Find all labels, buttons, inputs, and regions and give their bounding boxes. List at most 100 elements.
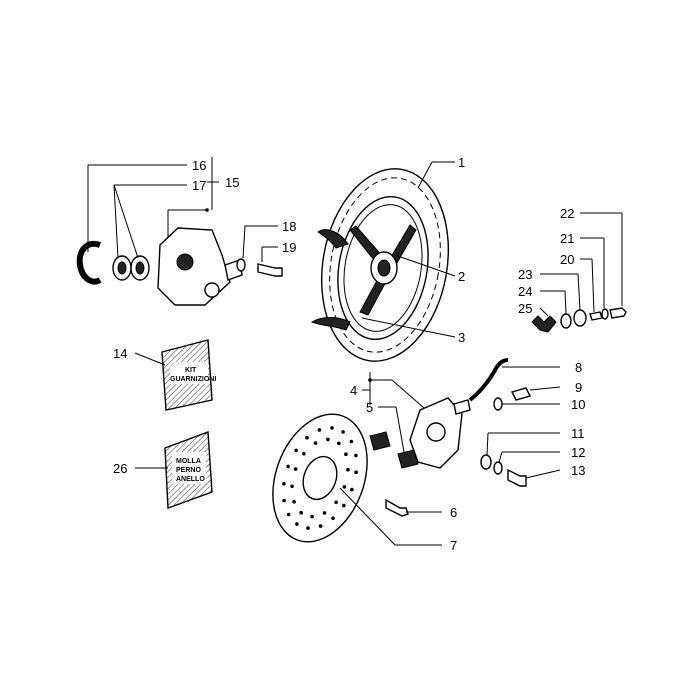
ring-24 xyxy=(560,313,572,329)
callout-16: 16 xyxy=(192,158,206,173)
callout-2: 2 xyxy=(458,269,465,284)
brake-disc xyxy=(272,413,368,543)
brake-disc-hole xyxy=(310,514,314,519)
brake-disc-hole xyxy=(282,498,286,503)
brake-disc-hole xyxy=(330,426,334,430)
callout-7: 7 xyxy=(450,538,457,553)
washer-10 xyxy=(493,397,503,411)
bracket-dot-4 xyxy=(368,378,372,382)
brake-disc-hole xyxy=(295,522,299,526)
brake-disc-hole xyxy=(294,448,298,453)
small-hardware xyxy=(531,307,627,333)
brake-disc-hole xyxy=(341,430,345,434)
banjo-bolt-9 xyxy=(510,387,532,401)
callout-1: 1 xyxy=(458,155,465,170)
brake-disc-hole xyxy=(342,485,347,489)
washer-11 xyxy=(480,454,492,470)
brake-disc-hole xyxy=(299,510,304,515)
brake-disc-hole xyxy=(354,453,358,458)
callout-10: 10 xyxy=(571,397,585,412)
gasket-kit-line1: KIT xyxy=(185,367,197,374)
brake-disc-hole xyxy=(302,451,306,456)
brake-disc-holes xyxy=(282,426,358,530)
oil-seal xyxy=(76,240,102,285)
callout-17: 17 xyxy=(192,178,206,193)
hub-caliper-port xyxy=(204,282,220,298)
spring-kit-bag: MOLLA PERNO ANELLO xyxy=(164,431,213,509)
brake-disc-hole xyxy=(306,526,310,530)
callout-24: 24 xyxy=(518,284,532,299)
callout-5: 5 xyxy=(366,400,373,415)
spring-kit-line2: PERNO xyxy=(176,467,201,474)
callout-6: 6 xyxy=(450,505,457,520)
brake-disc-hole xyxy=(286,464,290,469)
brake-disc-hole xyxy=(293,467,298,471)
callout-3: 3 xyxy=(458,330,465,345)
bracket-dot-15 xyxy=(205,208,209,212)
spring-kit-line1: MOLLA xyxy=(176,458,201,465)
callout-26: 26 xyxy=(113,461,127,476)
hub-caliper-bore xyxy=(176,253,194,271)
gasket-kit-line2: GUARNIZIONI xyxy=(170,376,216,383)
hub-caliper xyxy=(157,227,243,306)
brake-disc-hole xyxy=(305,435,309,440)
leader-lines xyxy=(87,157,623,546)
brake-disc-hole xyxy=(342,503,346,508)
brake-disc-hole xyxy=(322,511,327,515)
brake-disc-hole xyxy=(318,524,323,528)
brake-disc-hole xyxy=(349,439,354,444)
callout-18: 18 xyxy=(282,219,296,234)
brake-disc-hole xyxy=(354,470,358,475)
brake-disc-hole xyxy=(292,500,296,504)
spring-25 xyxy=(531,315,557,333)
tyre-cutaway-bottom xyxy=(310,317,351,331)
washer-21 xyxy=(601,308,609,320)
brake-disc-hole xyxy=(346,467,350,472)
callout-13: 13 xyxy=(571,463,585,478)
spring-kit-line3: ANELLO xyxy=(176,476,205,483)
brake-disc-hole xyxy=(344,452,348,457)
brake-disc-hole xyxy=(282,482,286,486)
screw-13 xyxy=(507,468,527,487)
brake-caliper xyxy=(369,397,471,469)
wheel-hub-center xyxy=(377,259,391,277)
callout-11: 11 xyxy=(571,426,585,441)
brake-disc-hole xyxy=(334,500,338,505)
tyre-tread xyxy=(329,177,441,353)
brake-caliper-piston xyxy=(426,422,446,442)
wheel-assembly xyxy=(310,168,450,362)
callout-4: 4 xyxy=(350,383,357,398)
brake-disc-hole xyxy=(286,512,291,517)
rim-inner xyxy=(343,204,423,332)
pin-20 xyxy=(589,311,603,321)
ring-23 xyxy=(573,309,587,327)
hub-caliper-body xyxy=(157,227,231,306)
gasket-kit-bag: KIT GUARNIZIONI xyxy=(161,339,216,411)
seal-and-bearings xyxy=(76,240,150,285)
bolt-6 xyxy=(385,498,409,517)
brake-disc-hole xyxy=(350,487,354,492)
callout-20: 20 xyxy=(560,252,574,267)
washer-18 xyxy=(236,258,246,272)
brake-pad-1 xyxy=(369,431,391,451)
callout-8: 8 xyxy=(575,360,582,375)
washer-12 xyxy=(493,461,503,475)
screw-22 xyxy=(609,307,627,319)
callout-12: 12 xyxy=(571,445,585,460)
callout-22: 22 xyxy=(560,206,574,221)
callout-25: 25 xyxy=(518,301,532,316)
callout-15: 15 xyxy=(225,175,239,190)
brake-caliper-fitting xyxy=(453,399,471,415)
bearing-1-inner xyxy=(117,261,127,275)
callout-numbers: 1 2 3 4 5 6 7 8 9 10 11 12 13 14 15 16 1… xyxy=(113,155,585,553)
callout-9: 9 xyxy=(575,380,582,395)
tyre-cutaway-top xyxy=(317,229,349,249)
brake-pad-2 xyxy=(397,449,419,469)
brake-disc-hole xyxy=(326,437,330,442)
brake-disc-hole xyxy=(317,428,322,432)
brake-disc-hole xyxy=(313,441,318,445)
brake-disc-hub xyxy=(302,455,338,501)
bearing-2-inner xyxy=(135,261,145,275)
callout-14: 14 xyxy=(113,346,127,361)
